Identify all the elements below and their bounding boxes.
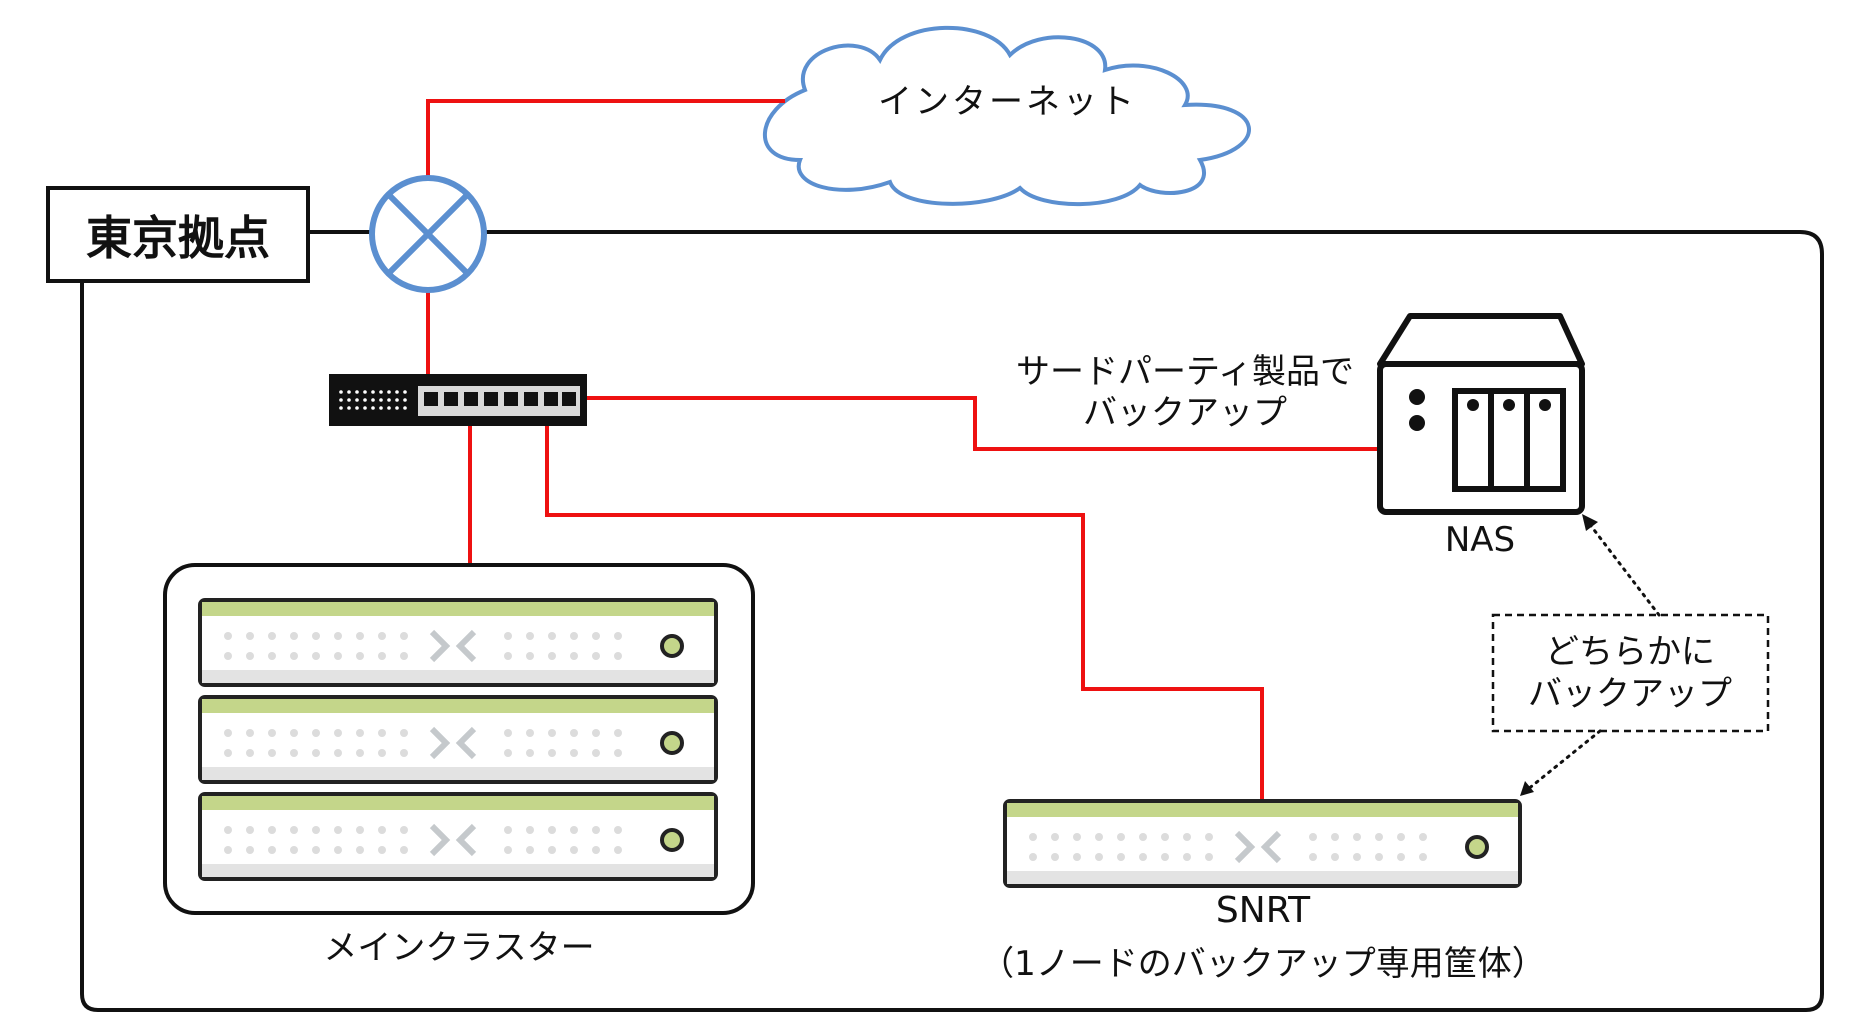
snrt-server-icon [1003,799,1522,888]
link-switch-nas [578,396,1380,451]
either-note-line2: バックアップ [1528,674,1732,714]
nas-icon [1377,313,1585,515]
link-switch-snrt [545,398,1264,806]
either-note-line1: どちらかに [1545,632,1715,672]
main-cluster-group [163,563,755,915]
server-node-3 [198,792,718,881]
router-icon [369,175,487,293]
internet-label: インターネット [878,82,1137,122]
snrt-sublabel: （1ノードのバックアップ専用筐体） [980,944,1546,984]
main-cluster-label: メインクラスター [323,928,595,968]
switch-icon [329,374,587,426]
server-node-1 [198,598,718,687]
backup-note: サードパーティ製品で バックアップ [985,352,1385,434]
nas-label: NAS [1444,520,1516,560]
site-label: 東京拠点 [46,186,310,283]
link-internet-router [426,99,785,180]
backup-note-line2: バックアップ [1083,393,1287,433]
snrt-label: SNRT [1215,890,1311,931]
backup-note-line1: サードパーティ製品で [1016,352,1354,392]
site-boundary [80,230,1824,1012]
either-note-box [1491,613,1770,733]
cloud-icon [762,25,1251,207]
server-node-2 [198,695,718,784]
either-backup-arrows [1491,514,1770,796]
either-note: どちらかに バックアップ [1495,631,1765,715]
